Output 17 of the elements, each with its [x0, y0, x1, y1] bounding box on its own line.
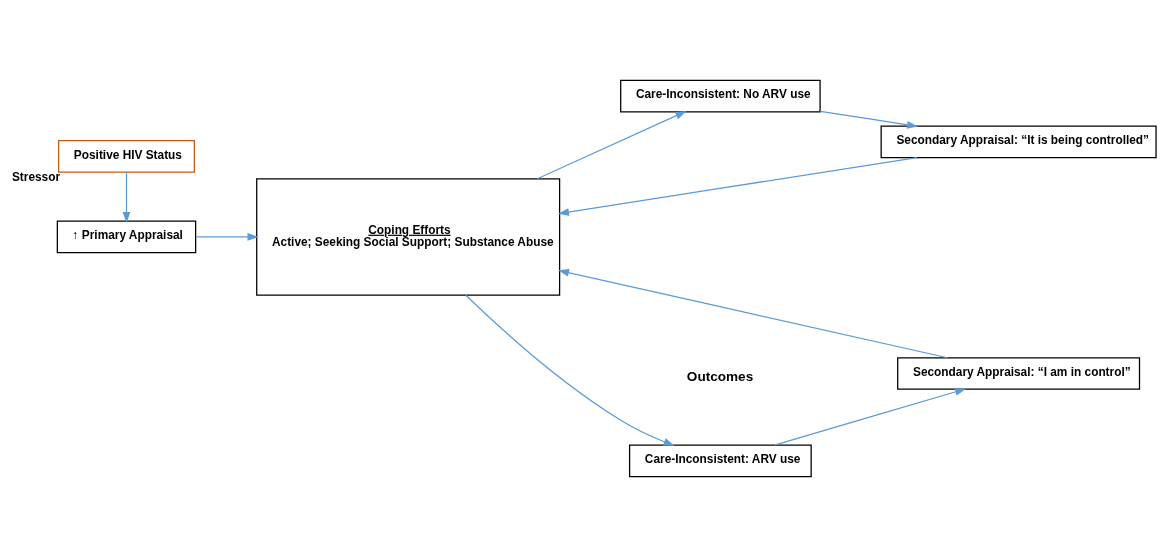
node-box: Care-Inconsistent: ARV use: [628, 444, 812, 477]
label: Outcomes: [686, 368, 754, 384]
node-label: Stressor: [11, 169, 61, 184]
arrow: [536, 110, 687, 179]
arrow: [195, 232, 259, 241]
node-box: Coping Efforts Active; Seeking Social Support; Substance Abuse: [256, 177, 561, 296]
arrow: [773, 387, 967, 446]
node-box: Positive HIV Status: [58, 139, 195, 173]
node-box: ↑ Primary Appraisal: [56, 220, 197, 253]
arrow: [465, 294, 675, 446]
node-box: Care-Inconsistent: No ARV use: [620, 79, 821, 112]
node-box: Secondary Appraisal: “I am in control”: [897, 356, 1141, 390]
arrow: [558, 156, 918, 216]
node-box: Secondary Appraisal: “It is being controlled”: [880, 125, 1157, 158]
arrow: [558, 268, 949, 358]
arrow: [819, 110, 919, 129]
arrow: [122, 170, 131, 223]
